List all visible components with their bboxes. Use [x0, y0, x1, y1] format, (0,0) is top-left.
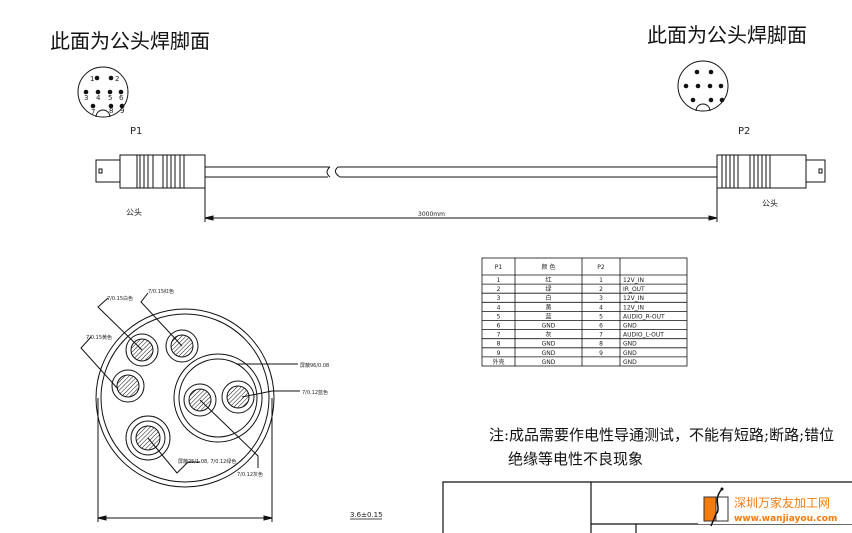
- diameter-dimension: 3.6±0.15: [350, 511, 383, 519]
- table-cell: AUDIO_L-OUT: [623, 332, 664, 339]
- pin-2: 2: [115, 75, 119, 83]
- logo-url[interactable]: www.wanjiayou.com: [734, 514, 837, 524]
- pin-table: [481, 257, 688, 367]
- table-cell: 6: [497, 323, 501, 330]
- table-cell: 1: [599, 277, 603, 284]
- shield-label: 屏蔽96/0.08: [300, 362, 329, 369]
- table-cell: 12V_IN: [623, 295, 644, 302]
- pin-6: 6: [119, 94, 124, 102]
- pin-4: 4: [96, 94, 101, 102]
- table-cell: 9: [599, 350, 603, 357]
- pin-7: 7: [91, 108, 95, 116]
- wire-label-red: 7/0.15红色: [148, 288, 174, 295]
- table-cell: 4: [497, 304, 501, 311]
- title-block: [442, 481, 852, 533]
- table-cell: 8: [599, 341, 603, 348]
- pin-8: 8: [109, 107, 113, 115]
- left-connector-type: 公头: [126, 207, 142, 217]
- table-cell: 白: [545, 294, 551, 302]
- wire-label-green: 屏蔽25/1.08, 7/0.12绿色: [178, 458, 236, 465]
- table-cell: 蓝: [545, 312, 551, 320]
- p1-pin-face: 1 2 3 4 5 6 7 8 9: [77, 66, 129, 118]
- table-cell: GND: [623, 341, 637, 348]
- table-cell: GND: [623, 323, 637, 330]
- wire-label-blue: 7/0.12蓝色: [302, 389, 328, 396]
- note-line-2: 绝缘等电性不良现象: [508, 450, 643, 468]
- table-header-cell: P2: [597, 264, 605, 271]
- table-cell: IR_OUT: [623, 286, 645, 293]
- p1-label: P1: [130, 126, 142, 137]
- table-cell: 5: [599, 313, 603, 320]
- table-cell: 2: [599, 286, 603, 293]
- table-cell: 4: [599, 304, 603, 311]
- title-right: 此面为公头焊脚面: [647, 23, 807, 47]
- cable-cross-section: [80, 292, 300, 522]
- right-connector-type: 公头: [762, 198, 778, 208]
- wire-label-yellow: 7/0.15黄色: [86, 334, 112, 341]
- table-cell: 7: [599, 332, 603, 339]
- table-cell: GND: [623, 359, 637, 366]
- cable-length: 3000mm: [418, 211, 445, 218]
- note-line-1: 注:成品需要作电性导通测试，不能有短路;断路;错位: [489, 426, 834, 444]
- table-cell: 8: [497, 341, 501, 348]
- table-cell: 9: [497, 350, 501, 357]
- table-cell: GND: [542, 359, 556, 366]
- table-header-cell: P1: [495, 264, 503, 271]
- p2-label: P2: [738, 126, 750, 137]
- table-cell: 1: [497, 277, 501, 284]
- table-cell: 5: [497, 313, 501, 320]
- logo-name: 深圳万家友加工网: [734, 495, 830, 510]
- p2-pin-face: [677, 60, 729, 112]
- table-cell: 12V_IN: [623, 304, 644, 311]
- pin-9: 9: [120, 107, 124, 115]
- table-cell: 2: [497, 286, 501, 293]
- table-cell: 6: [599, 323, 603, 330]
- table-cell: GND: [623, 350, 637, 357]
- title-left: 此面为公头焊脚面: [50, 29, 210, 53]
- table-cell: GND: [542, 341, 556, 348]
- wire-label-gray: 7/0.12灰色: [237, 471, 263, 478]
- pin-5: 5: [108, 94, 112, 102]
- table-cell: 7: [497, 332, 501, 339]
- table-cell: GND: [542, 323, 556, 330]
- table-cell: 灰: [545, 331, 551, 339]
- pin-3: 3: [84, 94, 88, 102]
- table-cell: 绿: [545, 285, 551, 293]
- table-cell: AUDIO_R-OUT: [623, 313, 665, 320]
- table-cell: 3: [599, 295, 603, 302]
- table-cell: 3: [497, 295, 501, 302]
- table-cell: GND: [542, 350, 556, 357]
- table-cell: 红: [545, 276, 551, 284]
- pin-1: 1: [90, 75, 94, 83]
- table-cell: 黄: [545, 303, 551, 311]
- wire-label-white: 7/0.15白色: [107, 295, 133, 302]
- table-header-cell: 颜 色: [542, 263, 556, 271]
- table-cell: 外壳: [492, 358, 504, 366]
- table-cell: 12V_IN: [623, 277, 644, 284]
- cable-side-view: [95, 154, 826, 222]
- logo: 深圳万家友加工网 www.wanjiayou.com: [698, 484, 852, 527]
